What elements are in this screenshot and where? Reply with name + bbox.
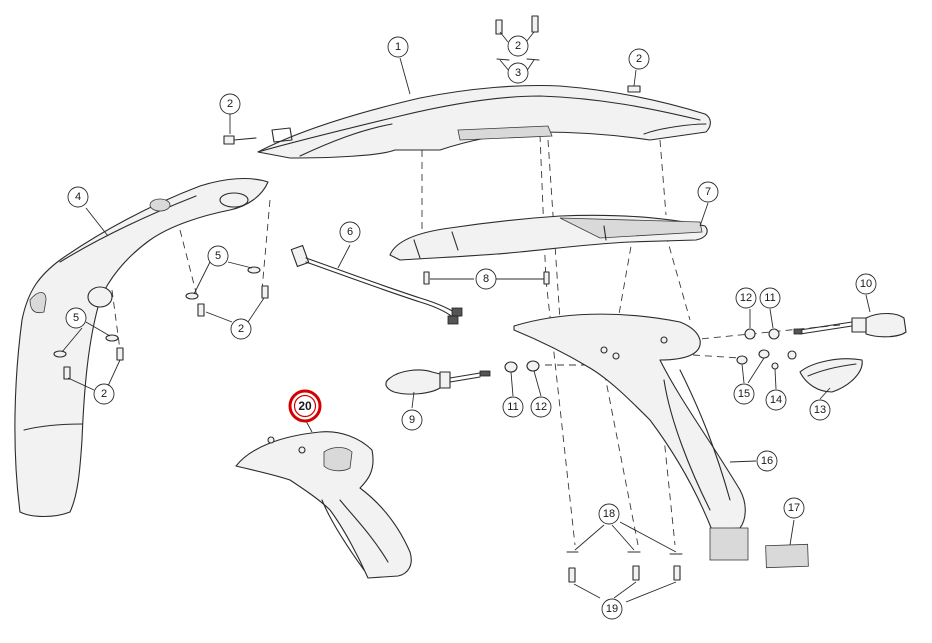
svg-text:14: 14 [770,394,782,406]
callout-10: 10 [855,273,877,295]
part-16-license-bracket [513,313,749,561]
callout-18: 18 [598,503,620,525]
svg-text:4: 4 [75,191,81,203]
svg-text:18: 18 [603,508,615,520]
part-17-reflector [765,543,809,569]
svg-text:2: 2 [636,53,642,65]
svg-text:16: 16 [761,455,773,467]
callout-2: 2 [219,93,241,115]
callout-6: 6 [339,221,361,243]
part-9-left-turn-signal [385,369,491,395]
svg-text:2: 2 [238,323,244,335]
callout-5: 5 [65,307,87,329]
callout-2: 2 [628,48,650,70]
svg-text:1: 1 [395,41,401,53]
callout-13: 13 [809,399,831,421]
callout-11: 11 [759,287,781,309]
svg-text:20: 20 [298,399,312,413]
callout-3: 3 [507,62,529,84]
callout-20-highlighted: 20 [288,389,322,423]
callouts: 1 2 2 2 2 2 2 3 4 5 5 6 7 8 9 10 11 11 1… [65,35,877,620]
svg-text:12: 12 [535,401,547,413]
svg-text:11: 11 [507,401,518,413]
part-20-mudguard [235,431,412,579]
fasteners [53,15,797,583]
part-10-right-turn-signal [793,312,907,338]
svg-text:9: 9 [409,414,415,426]
svg-text:12: 12 [740,292,752,304]
callout-7: 7 [697,181,719,203]
part-6-wiring-harness [290,244,463,325]
callout-4: 4 [67,186,89,208]
svg-text:8: 8 [483,273,489,285]
part-7-inner-tray [389,214,708,261]
part-4-front-fender [14,178,269,518]
part-1-rear-fender-cover [257,84,711,159]
svg-text:2: 2 [227,98,233,110]
svg-text:7: 7 [705,186,711,198]
svg-text:2: 2 [515,40,521,52]
svg-text:17: 17 [788,502,800,514]
callout-2: 2 [507,35,529,57]
callout-12: 12 [530,396,552,418]
callout-16: 16 [756,450,778,472]
svg-text:5: 5 [73,312,79,324]
callout-12: 12 [735,287,757,309]
svg-text:2: 2 [101,388,107,400]
svg-text:3: 3 [515,67,521,79]
callout-1: 1 [387,36,409,58]
svg-text:5: 5 [215,250,221,262]
svg-text:11: 11 [764,292,775,304]
callout-14: 14 [765,389,787,411]
callout-8: 8 [475,268,497,290]
callout-2: 2 [230,318,252,340]
callout-9: 9 [401,409,423,431]
part-13-license-light [799,358,863,393]
callout-11: 11 [502,396,524,418]
callout-17: 17 [783,497,805,519]
callout-19: 19 [601,598,623,620]
svg-text:13: 13 [814,404,826,416]
svg-text:10: 10 [860,278,872,290]
callout-2: 2 [93,383,115,405]
svg-text:15: 15 [738,388,750,400]
callout-15: 15 [733,383,755,405]
svg-text:6: 6 [347,226,353,238]
svg-text:19: 19 [606,603,618,615]
callout-5: 5 [207,245,229,267]
